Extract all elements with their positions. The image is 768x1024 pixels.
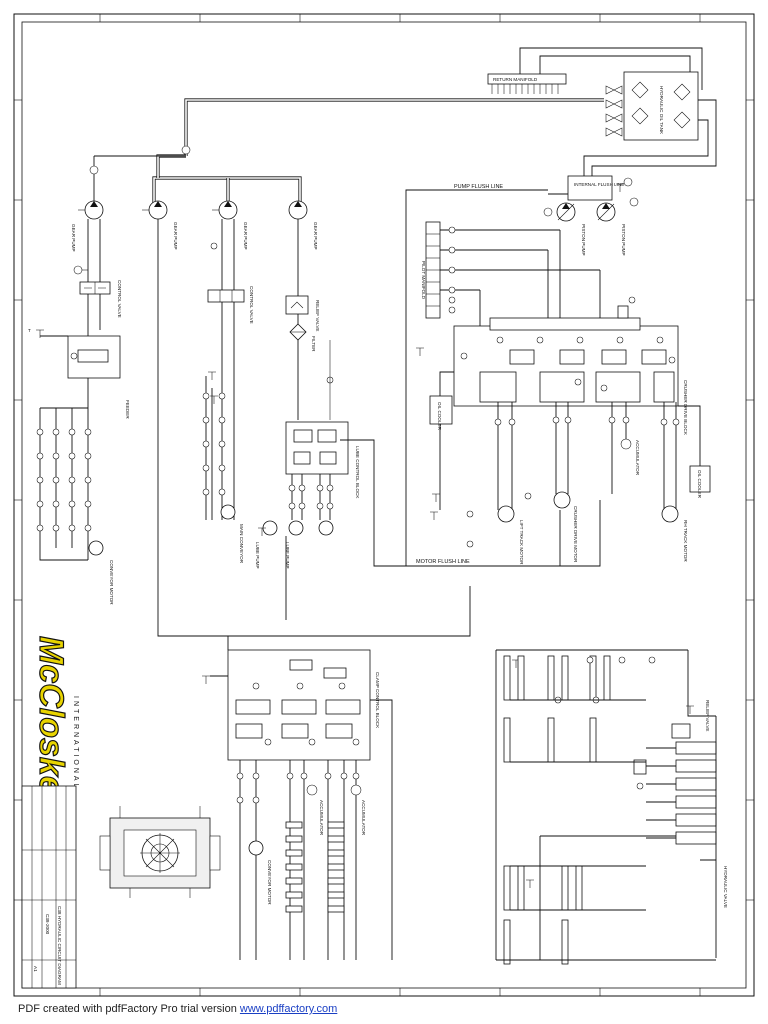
svg-text:LIFT TRACK MOTOR: LIFT TRACK MOTOR [519,520,524,565]
svg-text:CLAMP CONTROL BLOCK: CLAMP CONTROL BLOCK [375,672,380,729]
terminal-symbols [36,183,694,888]
accumulator [620,438,632,450]
pdf-footer: PDF created with pdfFactory Pro trial ve… [18,1003,337,1015]
svg-text:MAIN CONVEYOR: MAIN CONVEYOR [239,524,244,564]
svg-text:INTERNATIONAL: INTERNATIONAL [72,696,79,791]
svg-text:INTERNAL FLUSH LINE: INTERNAL FLUSH LINE [574,182,624,187]
hydraulic-circuit-diagram: RETURN MANIFOLD HYDRAULIC OIL TANK [13,13,755,997]
track-cylinders [495,649,716,965]
svg-text:PUMP FLUSH LINE: PUMP FLUSH LINE [454,184,503,190]
frame-ticks [14,14,754,996]
svg-text:LUBE PUMP: LUBE PUMP [255,542,260,569]
oil-cooler-2: OIL COOLER [678,405,711,499]
suction-header [89,98,604,206]
circuit-pump-2: CONTROL VALVE MAIN CONVEYOR [202,219,254,564]
svg-text:T: T [28,328,31,333]
return-manifold-label: RETURN MANIFOLD [493,77,538,82]
svg-text:MOTOR FLUSH LINE: MOTOR FLUSH LINE [416,559,470,565]
return-manifold: RETURN MANIFOLD [487,47,703,94]
lube-pump-2 [288,520,304,536]
svg-text:CONTROL VALVE: CONTROL VALVE [249,286,254,324]
hydraulic-oil-tank-label: HYDRAULIC OIL TANK [659,86,664,135]
svg-text:RH TRACK MOTOR: RH TRACK MOTOR [683,520,688,562]
inner-frame [21,21,747,989]
svg-text:CONVEYOR MOTOR: CONVEYOR MOTOR [267,860,272,905]
circuit-pump-3: RELIEF VALVE FILTER [285,219,334,420]
clamp-lines: CONVEYOR MOTOR ACCUMULATOR ACCUMULATOR [236,760,366,960]
gauge-pp3 [629,197,639,207]
svg-text:GEAR PUMP: GEAR PUMP [71,224,76,252]
internal-flush-line: INTERNAL FLUSH LINE [548,175,624,201]
title-block: C38 HYDRAULIC CIRCUIT DIAGRAM C38-2000 A… [21,785,77,989]
svg-text:OIL COOLER: OIL COOLER [697,470,702,499]
gauge-pp2 [623,177,633,187]
svg-text:PISTON PUMP: PISTON PUMP [621,224,626,256]
crusher-drive-lines: ACCUMULATOR [494,402,680,510]
svg-text:FEEDER: FEEDER [125,400,130,419]
svg-text:PILOT MANIFOLD: PILOT MANIFOLD [421,261,426,300]
svg-text:CRUSHER DRIVE BLOCK: CRUSHER DRIVE BLOCK [683,380,688,436]
svg-text:GEAR PUMP: GEAR PUMP [313,222,318,250]
drawing-title: C38 HYDRAULIC CIRCUIT DIAGRAM [57,906,62,985]
conveyor-motor-lower [248,840,264,856]
lube-control-block: LUBE CONTROL BLOCK LUBE PUMP LUBE PUMP [255,421,392,620]
motor-flush-line: MOTOR FLUSH LINE [392,500,601,567]
svg-text:GEAR PUMP: GEAR PUMP [243,222,248,250]
svg-text:CONTROL VALVE: CONTROL VALVE [117,280,122,318]
lube-return-line [157,219,471,637]
oil-cooler-1: OIL COOLER [429,371,454,510]
relief-valve-box [285,295,309,315]
svg-text:ACCUMULATOR: ACCUMULATOR [319,800,324,836]
svg-text:PISTON PUMP: PISTON PUMP [581,224,586,256]
sheet-size: A1 [33,966,38,972]
crusher-drive-motor: CRUSHER DRIVE MOTOR [524,491,578,563]
svg-text:CRUSHER DRIVE MOTOR: CRUSHER DRIVE MOTOR [573,506,578,563]
svg-text:LUBE PUMP: LUBE PUMP [285,542,290,569]
control-valve-2 [207,289,245,303]
svg-text:FILTER: FILTER [311,336,316,352]
engine-illustration [99,806,221,898]
footer-prefix: PDF created with pdfFactory Pro trial ve… [18,1003,240,1015]
footer-link[interactable]: www.pdffactory.com [239,1003,338,1015]
svg-text:LUBE CONTROL BLOCK: LUBE CONTROL BLOCK [355,446,360,499]
hydraulic-valve-bank: HYDRAULIC VALVE RELIEF VALVE [633,650,728,958]
hydraulic-oil-tank: HYDRAULIC OIL TANK [583,71,717,176]
crusher-drive-block: CRUSHER DRIVE BLOCK [453,230,688,436]
svg-text:CONVEYOR MOTOR: CONVEYOR MOTOR [109,560,114,605]
svg-text:HYDRAULIC VALVE: HYDRAULIC VALVE [723,866,728,908]
svg-text:ACCUMULATOR: ACCUMULATOR [635,440,640,476]
pump-flush-line: PUMP FLUSH LINE [405,184,548,566]
clamp-cylinders [285,821,345,913]
gauge-pp [543,207,553,217]
svg-text:OIL COOLER: OIL COOLER [437,402,442,431]
svg-text:ACCUMULATOR: ACCUMULATOR [361,800,366,836]
piston-pump-2: PISTON PUMP [596,202,626,256]
piston-pump-1: PISTON PUMP [556,202,586,256]
svg-text:RELIEF VALVE: RELIEF VALVE [315,300,320,332]
drawing-number: C38-2000 [45,914,50,935]
rh-track-motor: RH TRACK MOTOR [661,505,688,562]
main-conveyor-motor [220,504,236,520]
lube-pump-3 [318,520,334,536]
gauge-column-left: CONVEYOR MOTOR [36,428,114,605]
pilot-manifold: PILOT MANIFOLD [421,221,600,319]
svg-text:GEAR PUMP: GEAR PUMP [173,222,178,250]
clamp-control-block: CLAMP CONTROL BLOCK [210,649,380,761]
accumulator-lower-2 [350,784,362,796]
accumulator-lower-1 [306,784,318,796]
clamp-feed-line [227,636,393,960]
lift-track-motor: LIFT TRACK MOTOR [466,505,524,565]
